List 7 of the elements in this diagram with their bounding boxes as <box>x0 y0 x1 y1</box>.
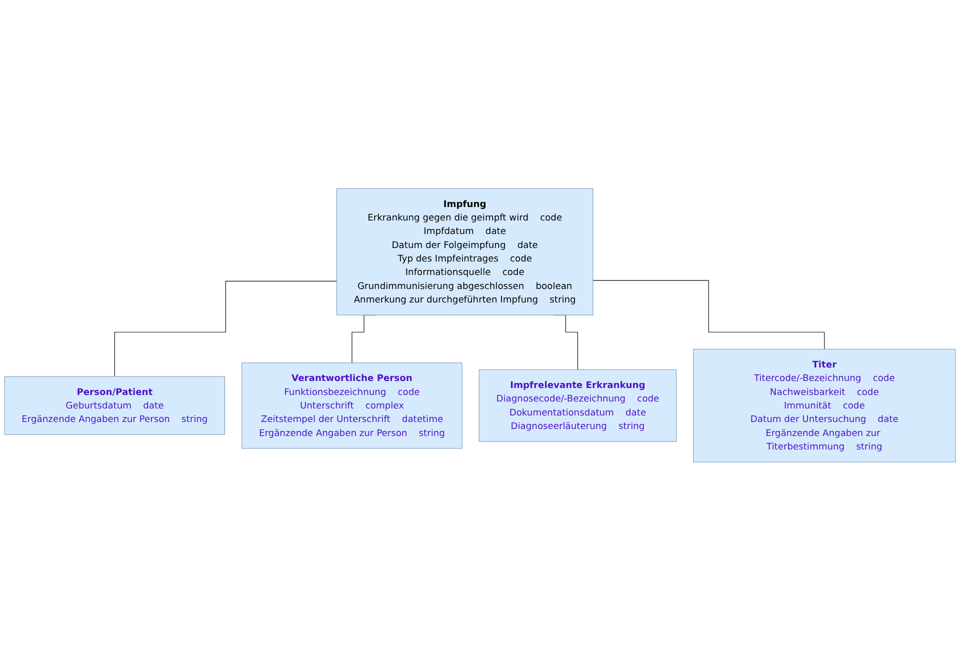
node-box: Impfrelevante Erkrankung Diagnosecode/-Bezeichnung code Dokumentationsdatum date Diagnoseerläuterung string <box>478 370 677 442</box>
node-box: Impfung Erkrankung gegen die geimpft wird code Impfdatum date Datum der Folgeimpfung date Typ des Impfeintrages code Informationsquelle code Grundimmunisierung abgeschlossen boolean Anmerkung zur durchgeführten Impfung string <box>336 188 594 316</box>
node-box: Person/Patient Geburtsdatum date Ergänzende Angaben zur Person string <box>4 376 226 436</box>
connector <box>114 281 338 378</box>
connector <box>592 280 825 350</box>
node-box: Verantwortliche Person Funktionsbezeichnung code Unterschrift complex Zeitstempel der Unterschrift datetime Ergänzende Angaben zur Person string <box>242 362 462 449</box>
node-box: Titer Titercode/-Bezeichnung code Nachweisbarkeit code Immunität code Datum der Untersuchung date Ergänzende Angaben zur Titerbestimmung string <box>693 349 956 463</box>
